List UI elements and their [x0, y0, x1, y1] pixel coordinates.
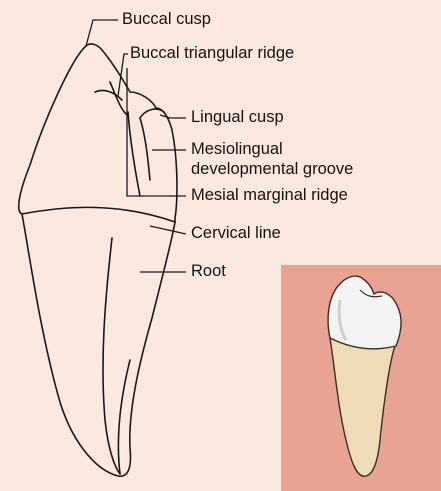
label-mesiolingual-groove-1: Mesiolingual — [191, 140, 283, 159]
label-mesial-marginal-ridge: Mesial marginal ridge — [191, 186, 348, 205]
mesiolingual-groove-line — [140, 118, 150, 180]
lingual-cusp-line — [140, 109, 164, 118]
label-buccal-cusp: Buccal cusp — [122, 10, 211, 29]
label-root: Root — [191, 262, 226, 281]
root-groove-line — [103, 238, 120, 474]
label-cervical-line: Cervical line — [191, 224, 281, 243]
cervical-line-curve — [22, 207, 175, 222]
label-lingual-cusp: Lingual cusp — [191, 108, 284, 127]
mesial-marginal-ridge-line — [128, 112, 140, 196]
leader-cervical-line — [150, 226, 186, 234]
triangular-ridge-line — [110, 82, 126, 114]
leader-buccal-cusp — [86, 20, 118, 46]
leader-lingual-cusp — [160, 115, 186, 118]
label-mesiolingual-groove-2: developmental groove — [191, 160, 353, 179]
label-buccal-triangular-ridge: Buccal triangular ridge — [130, 44, 294, 63]
tooth-outline — [19, 44, 177, 476]
root-inner-line — [118, 360, 130, 474]
inset-illustration — [281, 265, 441, 491]
